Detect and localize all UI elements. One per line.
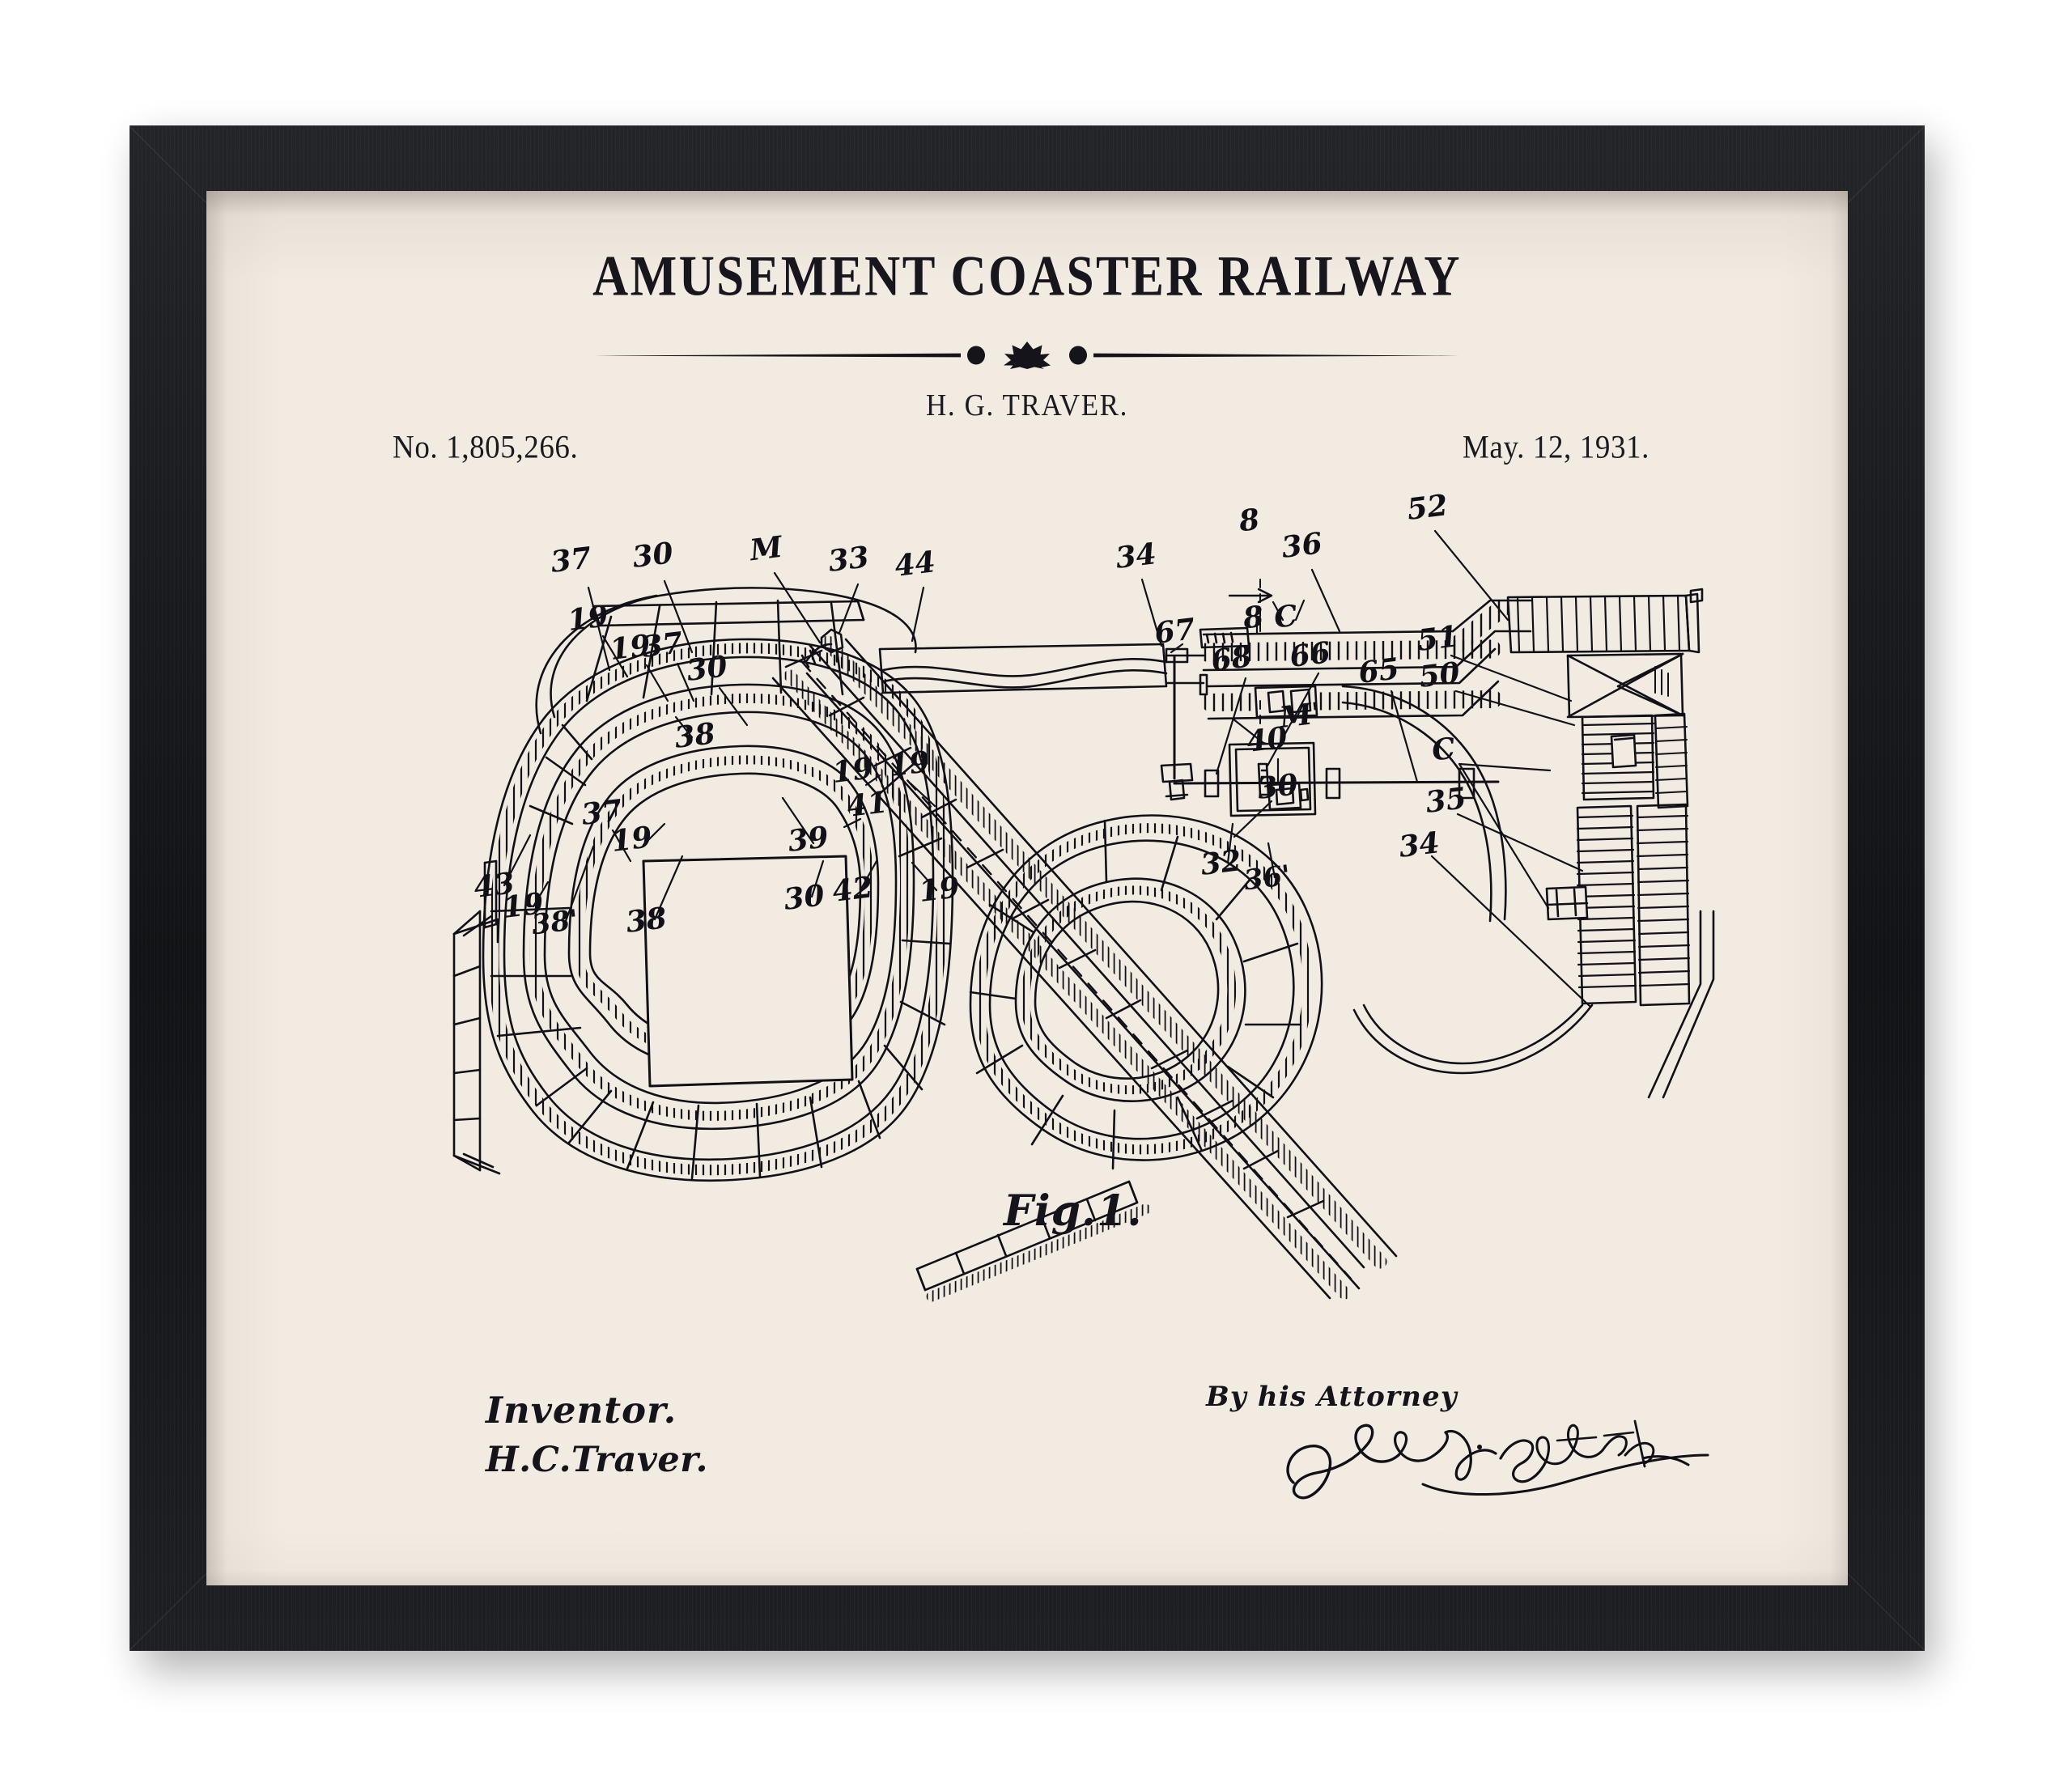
reference-numeral: 36' [1242,859,1293,897]
reference-numeral: 34 [1397,825,1441,864]
attorney-signature [1286,1419,1709,1500]
reference-numeral: 37 [549,541,593,579]
patent-paper: AMUSEMENT COASTER RAILWAY H. G. TRAVER. … [206,191,1848,1585]
reference-numeral: 19 [608,628,652,667]
reference-numeral: 37 [640,626,685,664]
reference-numeral: M' [1276,696,1323,735]
patent-number: No. 1,805,266. [393,430,579,466]
picture-frame: AMUSEMENT COASTER RAILWAY H. G. TRAVER. … [129,125,1926,1651]
reference-numeral: 38' [530,904,580,942]
reference-numeral: 43 [472,866,516,905]
reference-numeral: 30 [782,878,826,917]
reference-numeral: 51 [1416,619,1460,658]
reference-numeral: 42 [830,870,875,909]
reference-numeral: 8 [1237,503,1262,539]
reference-numeral: 19 [917,870,962,909]
inventor-signature: H.C.Traver. [486,1440,708,1480]
attorney-signature-block: By his Attorney [1206,1381,1773,1542]
reference-numeral: 52 [1405,488,1450,527]
frame-mitre-top-right [1847,125,1926,204]
reference-numeral: 39 [786,820,830,859]
reference-numeral: 30 [631,536,675,575]
reference-numeral: 32 [1199,843,1243,882]
patent-date: May. 12, 1931. [1462,430,1650,466]
reference-numeral: 19 [609,820,654,859]
reference-numeral: 19 [830,751,875,790]
inventor-signature-block: Inventor. H.C.Traver. [486,1389,708,1480]
reference-numeral: 30 [685,649,729,688]
reference-numeral: 38 [624,901,669,940]
attorney-label: By his Attorney [1206,1381,1458,1413]
reference-numeral: 34 [1114,537,1158,575]
patent-inventor-name: H. G. TRAVER. [926,388,1128,422]
reference-numeral: 44 [893,545,937,583]
frame-mitre-bottom-right [1847,1572,1926,1651]
inventor-label: Inventor. [486,1389,677,1432]
reference-numeral: 67 [1153,612,1197,651]
reference-numeral: 35 [1424,781,1468,820]
frame-mitre-top-left [129,125,207,204]
frame-mitre-bottom-left [129,1572,207,1651]
figure-caption: Fig.1. [1004,1186,1143,1236]
star-ornament-icon [1004,342,1051,369]
reference-numeral: 37 [580,793,624,832]
reference-numeral: 41 [845,785,890,824]
page-title: AMUSEMENT COASTER RAILWAY [592,245,1462,308]
decorative-divider [595,342,1459,369]
reference-numeral: M [746,530,785,568]
reference-numeral: 19 [501,886,546,925]
reference-numeral: 19 [887,745,932,783]
reference-numeral: 38 [673,716,717,755]
reference-numeral: 19 [566,599,610,638]
reference-numeral: C [1430,731,1458,767]
reference-numeral: 65 [1357,651,1401,690]
reference-numeral: 30 [1255,767,1300,806]
reference-numeral: 33 [826,540,871,579]
reference-numeral: 66 [1288,635,1332,674]
reference-numeral: 8 [1241,600,1266,636]
reference-numeral: C [1272,598,1300,634]
reference-numeral: 40 [1245,720,1289,759]
reference-numeral: 68 [1209,639,1254,678]
reference-numeral: 36 [1280,526,1324,565]
reference-numeral: 50 [1417,656,1462,694]
